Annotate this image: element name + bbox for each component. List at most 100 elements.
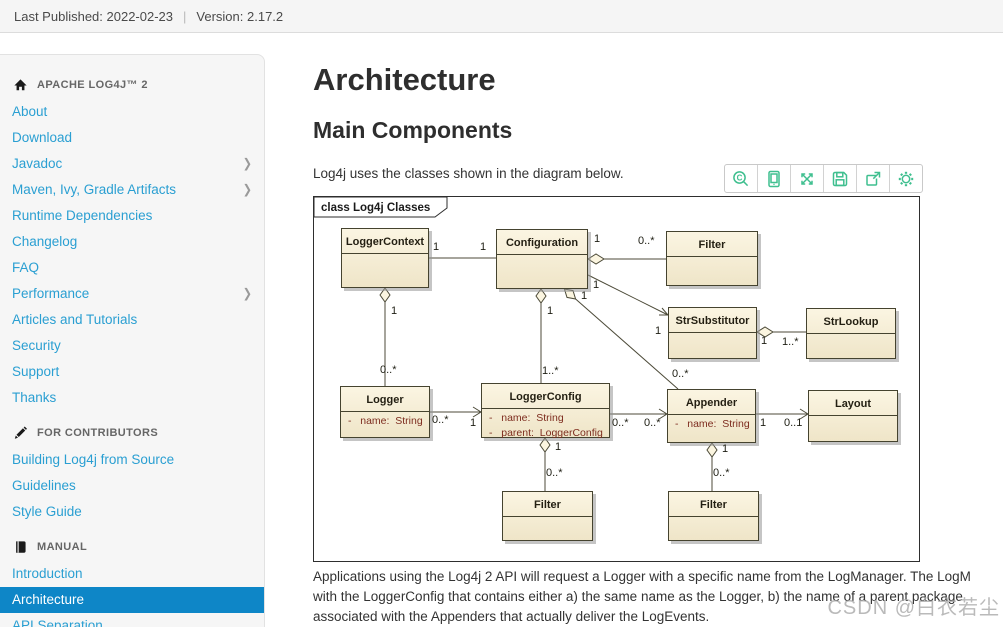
settings-icon[interactable] [890, 165, 922, 192]
svg-text:C: C [737, 173, 743, 182]
multiplicity-label: 1..* [782, 336, 799, 348]
sidebar-section-header: FOR CONTRIBUTORS [0, 411, 264, 447]
multiplicity-label: 1 [391, 305, 398, 317]
sidebar-item-architecture[interactable]: Architecture [0, 587, 264, 613]
share-icon[interactable] [857, 165, 890, 192]
multiplicity-label: 1 [480, 241, 487, 253]
multiplicity-label: 0..* [380, 364, 397, 376]
sidebar-item-label: Articles and Tutorials [12, 312, 138, 327]
sidebar-item-label: Performance [12, 286, 90, 301]
sidebar-item-performance[interactable]: Performance❯ [0, 281, 264, 307]
multiplicity-label: 0..* [612, 417, 629, 429]
sidebar-item-introduction[interactable]: Introduction [0, 561, 264, 587]
sidebar-item-runtime-dependencies[interactable]: Runtime Dependencies [0, 203, 264, 229]
sidebar-item-label: Support [12, 364, 60, 379]
multiplicity-label: 1 [433, 241, 440, 253]
uml-class-name: Filter [667, 232, 757, 257]
sidebar-section-title: MANUAL [37, 541, 88, 553]
sidebar-item-label: Style Guide [12, 504, 82, 519]
home-icon [13, 78, 28, 92]
body-text: Applications using the Log4j 2 API will … [313, 567, 1003, 627]
uml-class-name: Appender [668, 390, 755, 415]
sidebar-item-faq[interactable]: FAQ [0, 255, 264, 281]
multiplicity-label: 1 [761, 335, 768, 347]
uml-attribute: - name: String [348, 415, 423, 427]
uml-class-loggerconfig: LoggerConfig - name: String - parent: Logg… [481, 383, 610, 439]
sidebar-item-thanks[interactable]: Thanks [0, 385, 264, 411]
uml-attribute: - name: String [489, 412, 564, 424]
diagram-frame-title: class Log4j Classes [321, 202, 430, 214]
sidebar-section-title: FOR CONTRIBUTORS [37, 427, 159, 439]
sidebar-item-download[interactable]: Download [0, 125, 264, 151]
sidebar-item-label: API Separation [12, 618, 103, 627]
uml-class-filter: Filter [502, 491, 593, 541]
sidebar-section-header: APACHE LOG4J™ 2 [0, 63, 264, 99]
watermark: CSDN @白衣若尘 [827, 597, 1000, 619]
multiplicity-label: 1 [655, 325, 662, 337]
uml-class-layout: Layout [808, 390, 898, 442]
uml-class-configuration: Configuration [496, 229, 588, 289]
multiplicity-label: 1 [593, 279, 600, 291]
uml-class-name: LoggerContext [342, 229, 428, 254]
uml-class-strlookup: StrLookup [806, 308, 896, 359]
sidebar-item-label: Architecture [12, 592, 85, 607]
body-text-line: Applications using the Log4j 2 API will … [313, 569, 971, 584]
sidebar-item-label: Introduction [12, 566, 83, 581]
uml-class-name: LoggerConfig [482, 384, 609, 409]
multiplicity-label: 1 [470, 417, 477, 429]
fullscreen-icon[interactable] [791, 165, 824, 192]
sidebar-item-label: Guidelines [12, 478, 76, 493]
uml-class-name: Filter [503, 492, 592, 517]
sidebar-item-changelog[interactable]: Changelog [0, 229, 264, 255]
device-icon[interactable] [758, 165, 791, 192]
sidebar-item-api-separation[interactable]: API Separation [0, 613, 264, 627]
multiplicity-label: 0..* [672, 368, 689, 380]
sidebar-item-support[interactable]: Support [0, 359, 264, 385]
magnifier-icon[interactable]: C [725, 165, 758, 192]
uml-class-name: Logger [341, 387, 429, 412]
uml-class-loggercontext: LoggerContext [341, 228, 429, 288]
uml-attribute: - parent: LoggerConfig [489, 427, 603, 439]
page-title: Architecture [313, 62, 496, 97]
sidebar-item-articles-and-tutorials[interactable]: Articles and Tutorials [0, 307, 264, 333]
sidebar-item-maven-ivy-gradle-artifacts[interactable]: Maven, Ivy, Gradle Artifacts❯ [0, 177, 264, 203]
sidebar-item-building-log4j-from-source[interactable]: Building Log4j from Source [0, 447, 264, 473]
section-title: Main Components [313, 117, 513, 143]
sidebar-section-title: APACHE LOG4J™ 2 [37, 79, 148, 91]
pencil-icon [13, 426, 28, 440]
uml-class-name: StrLookup [807, 309, 895, 334]
multiplicity-label: 1 [555, 441, 562, 453]
multiplicity-label: 0..* [644, 417, 661, 429]
uml-attribute: - name: String [675, 418, 750, 430]
sidebar-item-label: FAQ [12, 260, 40, 275]
uml-class-filter: Filter [668, 491, 759, 541]
uml-class-logger: Logger - name: String [340, 386, 430, 438]
uml-class-filter: Filter [666, 231, 758, 286]
uml-class-name: Layout [809, 391, 897, 416]
sidebar-item-guidelines[interactable]: Guidelines [0, 473, 264, 499]
body-text-line: with the LoggerConfig that contains eith… [313, 589, 963, 604]
multiplicity-label: 1..* [542, 365, 559, 377]
diagram-toolbar: C [724, 164, 923, 193]
separator: | [183, 8, 187, 24]
sidebar-item-javadoc[interactable]: Javadoc❯ [0, 151, 264, 177]
multiplicity-label: 1 [722, 443, 729, 455]
save-icon[interactable] [824, 165, 857, 192]
sidebar-item-label: Maven, Ivy, Gradle Artifacts [12, 182, 177, 197]
multiplicity-label: 0..* [638, 235, 655, 247]
multiplicity-label: 0..* [713, 467, 730, 479]
sidebar-item-security[interactable]: Security [0, 333, 264, 359]
sidebar-item-label: About [12, 104, 48, 119]
multiplicity-label: 1 [581, 290, 588, 302]
multiplicity-label: 0..1 [784, 417, 803, 429]
sidebar-item-label: Changelog [12, 234, 78, 249]
sidebar-item-label: Building Log4j from Source [12, 452, 175, 467]
uml-class-name: StrSubstitutor [669, 308, 756, 333]
sidebar-item-style-guide[interactable]: Style Guide [0, 499, 264, 525]
chevron-right-icon: ❯ [242, 157, 252, 171]
sidebar-item-about[interactable]: About [0, 99, 264, 125]
uml-class-name: Configuration [497, 230, 587, 255]
sidebar-item-label: Download [12, 130, 73, 145]
